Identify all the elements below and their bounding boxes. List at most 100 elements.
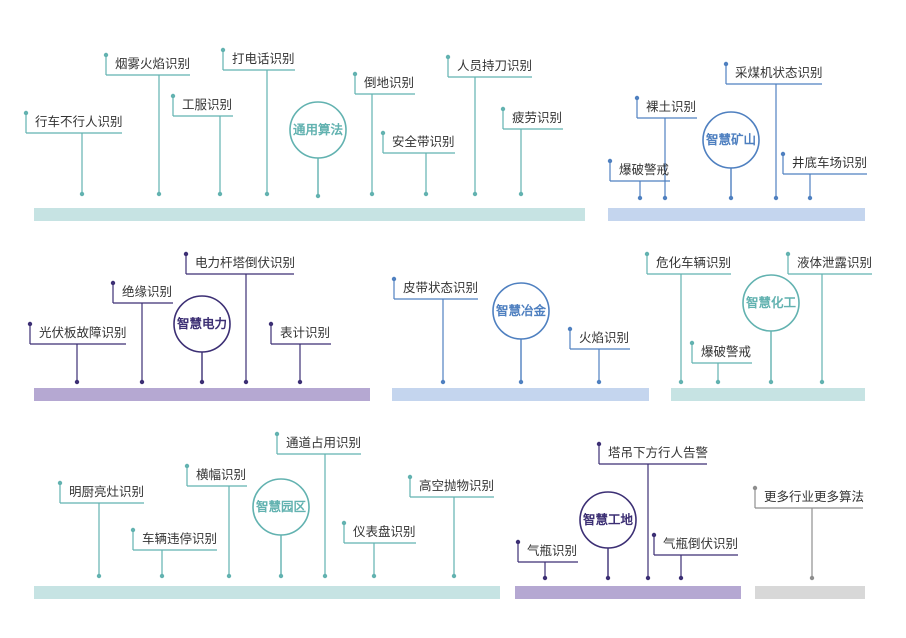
metallurgy-hub-circle (492, 282, 550, 340)
metallurgy-item-dot (567, 326, 573, 332)
general-item-node (369, 191, 375, 197)
park-item-dot (274, 431, 280, 437)
metallurgy-hub-label: 智慧冶金 (495, 303, 547, 318)
power-item-label: 绝缘识别 (122, 284, 173, 299)
more-base-bar (755, 586, 865, 599)
mine-item-dot (723, 61, 729, 67)
mine-item-dot (607, 158, 613, 164)
general-item-node (156, 191, 162, 197)
construction-item-node (645, 575, 651, 581)
general-item-dot (170, 93, 176, 99)
power-item-node (243, 379, 249, 385)
chemical-hub-label: 智慧化工 (745, 295, 797, 310)
park-item-label: 通道占用识别 (286, 435, 362, 450)
park-item-label: 仪表盘识别 (353, 524, 416, 539)
mine-item-node (662, 195, 668, 201)
power-item-label: 表计识别 (280, 325, 331, 340)
general-item-dot (380, 130, 386, 136)
metallurgy-base-bar (392, 388, 649, 401)
power-item-dot (268, 321, 274, 327)
general-item-node (472, 191, 478, 197)
park-item-dot (130, 527, 136, 533)
mine-item-dot (634, 95, 640, 101)
power-item-dot (183, 251, 189, 257)
park-item-dot (184, 463, 190, 469)
construction-hub-label: 智慧工地 (582, 512, 634, 527)
chemical-item-label: 液体泄露识别 (797, 255, 873, 270)
mine-item-label: 裸土识别 (646, 99, 697, 114)
park-item-label: 车辆违停识别 (142, 531, 218, 546)
metallurgy-item-dot (391, 276, 397, 282)
mine-hub-circle (702, 111, 760, 169)
general-item-label: 工服识别 (182, 97, 233, 112)
general-hub-circle (289, 101, 347, 159)
general-item-dot (220, 47, 226, 53)
construction-item-dot (515, 539, 521, 545)
park-item-label: 高空抛物识别 (419, 478, 495, 493)
park-item-node (159, 573, 165, 579)
general-hub-label: 通用算法 (292, 122, 344, 137)
park-hub-circle (252, 478, 310, 536)
chemical-item-dot (644, 251, 650, 257)
mine-base-bar (608, 208, 865, 221)
construction-item-dot (596, 441, 602, 447)
metallurgy-item-label: 皮带状态识别 (403, 280, 479, 295)
metallurgy-item-node (596, 379, 602, 385)
mine-hub-label: 智慧矿山 (705, 132, 757, 147)
mine-item-dot (780, 151, 786, 157)
chemical-item-node (715, 379, 721, 385)
chemical-base-bar (671, 388, 865, 401)
power-item-label: 电力杆塔倒伏识别 (195, 255, 296, 270)
construction-item-label: 塔吊下方行人告警 (608, 445, 709, 460)
mine-item-node (637, 195, 643, 201)
mine-hub-node (728, 195, 734, 201)
construction-base-bar (515, 586, 741, 599)
more-item-label: 更多行业更多算法 (764, 489, 865, 504)
general-item-node (518, 191, 524, 197)
general-item-label: 人员持刀识别 (457, 58, 533, 73)
park-item-node (226, 573, 232, 579)
power-hub-node (199, 379, 205, 385)
park-item-node (371, 573, 377, 579)
mine-item-node (773, 195, 779, 201)
park-hub-node (278, 573, 284, 579)
park-item-node (322, 573, 328, 579)
park-item-label: 明厨亮灶识别 (69, 484, 145, 499)
park-item-dot (57, 480, 63, 486)
construction-item-dot (651, 532, 657, 538)
construction-item-label: 气瓶倒伏识别 (663, 536, 739, 551)
general-hub-node (315, 193, 321, 199)
general-base-bar (34, 208, 585, 221)
power-hub-label: 智慧电力 (176, 316, 228, 331)
more-item-dot (752, 485, 758, 491)
metallurgy-hub-node (518, 379, 524, 385)
chemical-item-node (819, 379, 825, 385)
mine-item-label: 井底车场识别 (792, 155, 868, 170)
chemical-item-dot (689, 340, 695, 346)
power-base-bar (34, 388, 370, 401)
chemical-item-dot (785, 251, 791, 257)
general-item-dot (500, 106, 506, 112)
construction-hub-node (605, 575, 611, 581)
park-item-node (451, 573, 457, 579)
general-item-label: 打电话识别 (232, 51, 295, 66)
general-item-dot (23, 110, 29, 116)
general-item-node (423, 191, 429, 197)
mine-item-label: 采煤机状态识别 (735, 65, 823, 80)
park-item-dot (341, 520, 347, 526)
general-item-node (79, 191, 85, 197)
power-item-node (74, 379, 80, 385)
chemical-item-label: 爆破警戒 (701, 344, 752, 359)
general-item-label: 行车不行人识别 (35, 114, 123, 129)
power-item-node (297, 379, 303, 385)
construction-item-node (678, 575, 684, 581)
park-hub-label: 智慧园区 (255, 499, 307, 514)
chemical-hub-circle (742, 274, 800, 332)
power-item-label: 光伏板故障识别 (39, 325, 127, 340)
power-item-dot (110, 280, 116, 286)
general-item-node (217, 191, 223, 197)
power-hub-circle (173, 295, 231, 353)
general-item-dot (352, 71, 358, 77)
power-item-node (139, 379, 145, 385)
